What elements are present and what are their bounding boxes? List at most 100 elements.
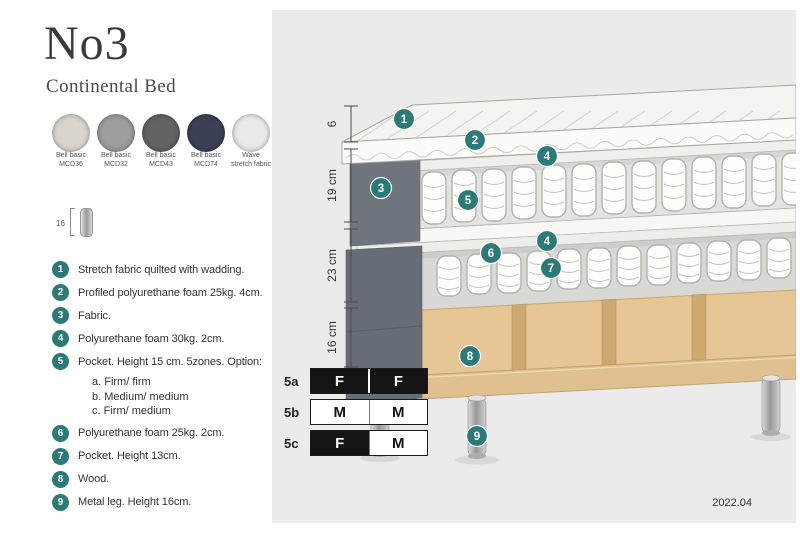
- firmness-row-5a: 5a F F: [284, 368, 428, 394]
- dimension-topper: 6: [325, 105, 358, 143]
- legend-text: Wood.: [78, 473, 110, 485]
- legend-text: Profiled polyurethane foam 25kg. 4cm.: [78, 286, 263, 299]
- callout-8: 8: [458, 344, 482, 368]
- callout-5: 5: [456, 188, 480, 212]
- svg-text:5: 5: [465, 195, 472, 207]
- svg-text:6: 6: [488, 248, 494, 260]
- legend-text: Pocket. Height 13cm.: [78, 450, 181, 462]
- fabric-side-upper: [349, 155, 421, 247]
- legend-text: Polyurethane foam 30kg. 2cm.: [78, 332, 225, 345]
- firmness-cells: F M: [310, 430, 428, 456]
- swatch-label: Wave: [242, 152, 260, 159]
- legend-item-5-option-b: b. Medium/ medium: [92, 390, 189, 403]
- fabric-swatch: Bell basic MCD43: [140, 114, 182, 169]
- profiled-foam-wave: [345, 132, 794, 161]
- swatch-code: MCD74: [194, 160, 218, 168]
- dimension-lower-mattress: 23 cm: [325, 228, 358, 303]
- legend-badge: 2: [52, 284, 69, 301]
- leg-height-bracket: [69, 208, 75, 236]
- firmness-cells: F F: [310, 368, 428, 394]
- fabric-swatch-circle: [97, 114, 135, 152]
- callout-3: 3: [369, 176, 393, 200]
- legend-badge: 3: [52, 307, 69, 324]
- swatch-code: MCD43: [149, 160, 173, 168]
- firmness-cell: M: [368, 431, 427, 455]
- callout-9: 9: [465, 424, 489, 448]
- svg-text:4: 4: [544, 236, 551, 248]
- legend-item-9: 9 Metal leg. Height 16cm.: [52, 493, 282, 511]
- firmness-cells: M M: [310, 399, 428, 425]
- swatch-label: Bell basic: [56, 152, 86, 159]
- legend-text: Fabric.: [78, 309, 111, 322]
- fabric-swatch-circle: [142, 114, 180, 152]
- swatch-code: stretch fabric: [230, 160, 272, 168]
- svg-text:8: 8: [467, 351, 474, 363]
- legend-text: Pocket. Height 15 cm. 5zones. Option:: [78, 355, 263, 368]
- fabric-side-lower: [345, 245, 423, 407]
- swatch-label: Bell basic: [101, 152, 131, 159]
- firmness-row-label: 5a: [284, 373, 299, 389]
- legend-item-5-option-a: a. Firm/ firm: [92, 376, 151, 388]
- firmness-cell: F: [311, 369, 368, 393]
- callout-4-upper: 4: [535, 144, 559, 168]
- legend-badge: 8: [52, 470, 69, 488]
- version-date: 2022.04: [712, 497, 752, 509]
- leg-height-icon: 16: [56, 208, 93, 237]
- fabric-swatch: Bell basic MCD74: [185, 114, 227, 169]
- metal-leg-right: [761, 374, 781, 436]
- legend-item-8: 8 Wood.: [52, 470, 282, 488]
- firmness-row-label: 5b: [284, 404, 300, 420]
- firmness-row-label: 5c: [284, 435, 299, 451]
- callout-7: 7: [539, 256, 563, 280]
- legend-item-4: 4 Polyurethane foam 30kg. 2cm.: [52, 330, 282, 347]
- dimension-brackets: 6 19 cm 23 cm 16 cm: [325, 105, 358, 368]
- fabric-swatch: Bell basic MCD32: [95, 114, 137, 169]
- fabric-swatches: Bell basic MCD36 Bell basic MCD32 Bell b…: [50, 114, 272, 169]
- swatch-code: MCD32: [104, 160, 128, 168]
- fabric-swatch: Wave stretch fabric: [230, 114, 272, 169]
- legend-item-7: 7 Pocket. Height 13cm.: [52, 447, 282, 465]
- callout-badges: 1 2 3 4 4 5 6 7 8: [369, 107, 563, 448]
- firmness-row-5c: 5c F M: [284, 430, 428, 456]
- legend-badge: 7: [52, 447, 69, 465]
- fabric-swatch-circle: [52, 114, 90, 152]
- firmness-options-table: 5a F F 5b M M 5c F M: [284, 368, 428, 461]
- legend-badge: 1: [52, 261, 69, 278]
- legend-text: Metal leg. Height 16cm.: [78, 496, 192, 508]
- legend-text: Polyurethane foam 25kg. 2cm.: [78, 427, 225, 439]
- legend-badge: 6: [52, 424, 69, 442]
- callout-1: 1: [392, 107, 416, 131]
- legend-badge: 4: [52, 330, 69, 347]
- firmness-cell: F: [311, 431, 369, 455]
- fabric-swatch-circle: [232, 114, 270, 152]
- firmness-cell: F: [368, 369, 427, 393]
- swatch-label: Bell basic: [146, 152, 176, 159]
- svg-text:2: 2: [472, 135, 478, 147]
- diagram-panel: 6 19 cm 23 cm 16 cm: [272, 10, 796, 523]
- mattress-topper: [341, 84, 796, 165]
- legend-item-1: 1 Stretch fabric quilted with wadding.: [52, 261, 282, 278]
- legend-list: 1 Stretch fabric quilted with wadding. 2…: [52, 261, 282, 517]
- svg-text:1: 1: [401, 114, 408, 126]
- legend-item-5-option-c: c. Firm/ medium: [92, 405, 171, 417]
- firmness-row-5b: 5b M M: [284, 399, 428, 425]
- swatch-label: Bell basic: [191, 152, 221, 159]
- info-panel: No3 Continental Bed Bell basic MCD36 Bel…: [0, 0, 272, 533]
- dimension-upper-mattress: 19 cm: [325, 148, 358, 223]
- swatch-code: MCD36: [59, 160, 83, 168]
- callout-4-lower: 4: [535, 229, 559, 253]
- legend-item-6: 6 Polyurethane foam 25kg. 2cm.: [52, 424, 282, 442]
- svg-text:23 cm: 23 cm: [325, 249, 339, 282]
- svg-text:9: 9: [474, 431, 480, 443]
- svg-text:19 cm: 19 cm: [325, 169, 339, 202]
- firmness-cell: M: [311, 400, 369, 424]
- legend-item-2: 2 Profiled polyurethane foam 25kg. 4cm.: [52, 284, 282, 301]
- product-title: No3: [44, 17, 130, 70]
- product-subtitle: Continental Bed: [46, 76, 177, 97]
- svg-text:4: 4: [544, 151, 551, 163]
- dimension-leg: 16 cm: [325, 307, 358, 368]
- svg-text:16 cm: 16 cm: [325, 321, 339, 354]
- callout-6: 6: [479, 241, 503, 265]
- fabric-swatch: Bell basic MCD36: [50, 114, 92, 169]
- legend-item-3: 3 Fabric.: [52, 307, 282, 324]
